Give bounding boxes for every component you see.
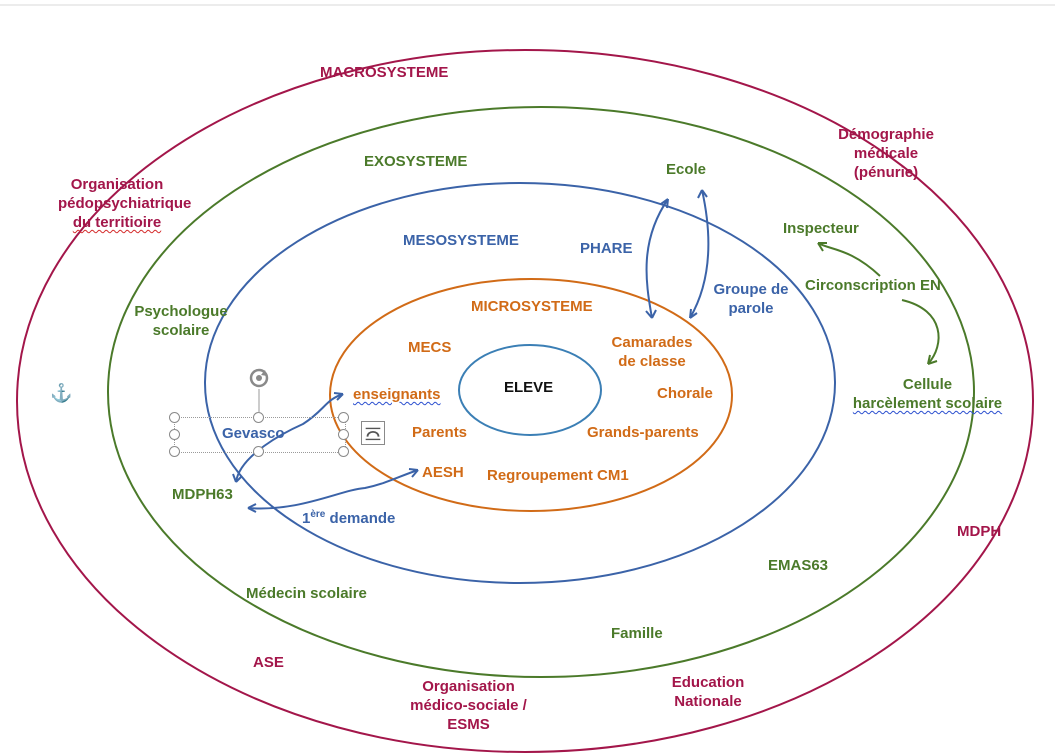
micro-grands-parents: Grands-parents	[587, 424, 699, 441]
resize-handle[interactable]	[338, 429, 349, 440]
rotate-handle-stem	[258, 389, 260, 413]
ecole-camarades-arrow-1	[645, 198, 669, 319]
arrowhead	[660, 198, 669, 209]
macrosystem-ellipse	[16, 49, 1034, 753]
arrowhead	[333, 392, 344, 401]
resize-handle[interactable]	[169, 429, 180, 440]
layout-options-icon[interactable]	[361, 421, 385, 445]
arrowhead	[247, 503, 257, 513]
meso-groupe-de-parole: Groupe de parole	[713, 281, 789, 317]
exosystem-title: EXOSYSTEME	[364, 153, 468, 170]
arrowhead	[232, 473, 243, 483]
macro-ase: ASE	[253, 654, 284, 671]
meso-phare: PHARE	[580, 240, 633, 257]
anchor-icon: ⚓	[50, 383, 73, 403]
circonscription-cellule-arrow	[901, 299, 940, 365]
resize-handle[interactable]	[253, 412, 264, 423]
microsystem-ellipse	[329, 278, 733, 512]
arrowhead	[927, 354, 938, 365]
mesosystem-title: MESOSYSTEME	[403, 232, 519, 249]
micro-parents: Parents	[412, 424, 468, 441]
ecole-camarades-arrow-2	[689, 189, 710, 319]
micro-mecs: MECS	[408, 339, 452, 356]
exo-psychologue-scolaire: Psychologue scolaire	[134, 303, 228, 339]
arrowhead	[817, 242, 827, 252]
resize-handle[interactable]	[169, 412, 180, 423]
micro-regroupement-cm1: Regroupement CM1	[487, 467, 629, 484]
exo-mdph63: MDPH63	[172, 486, 233, 503]
resize-handle[interactable]	[169, 446, 180, 457]
resize-handle[interactable]	[338, 412, 349, 423]
macrosystem-title: MACROSYSTEME	[320, 64, 449, 81]
micro-enseignants: enseignants	[353, 386, 441, 403]
exo-medecin-scolaire: Médecin scolaire	[246, 585, 367, 602]
eleve-ellipse	[458, 344, 602, 436]
micro-chorale: Chorale	[657, 385, 713, 402]
rotate-handle-icon[interactable]	[247, 366, 271, 390]
meso-premiere-demande: 1ère demande	[302, 509, 396, 528]
eleve-label: ELEVE	[504, 379, 554, 396]
exo-circonscription: Circonscription EN	[805, 277, 941, 294]
mesosystem-ellipse	[204, 182, 836, 584]
resize-handle[interactable]	[338, 446, 349, 457]
arrowhead	[689, 308, 698, 319]
circonscription-inspecteur-arrow	[817, 242, 881, 277]
macro-organisation-medico-sociale: Organisation médico-sociale / ESMS	[410, 678, 527, 733]
exo-inspecteur: Inspecteur	[783, 220, 859, 237]
exosystem-ellipse	[107, 106, 975, 678]
macro-education-nationale: Education Nationale	[671, 674, 745, 710]
resize-handle[interactable]	[253, 446, 264, 457]
micro-aesh: AESH	[422, 464, 464, 481]
arrowhead	[697, 189, 708, 199]
exo-emas63: EMAS63	[768, 557, 829, 574]
arrowhead	[408, 468, 419, 478]
exo-ecole: Ecole	[666, 161, 707, 178]
mdph-aesh-arrow	[247, 469, 419, 510]
micro-camarades: Camarades de classe	[611, 334, 693, 370]
microsystem-title: MICROSYSTEME	[471, 298, 593, 315]
macro-demographie: Démographie médicale (pénurie)	[838, 126, 934, 181]
exo-cellule-harcelement: Cellule harcèlement scolaire	[852, 376, 1003, 412]
mdph-enseignants-arrow	[235, 393, 344, 483]
exo-famille: Famille	[611, 625, 663, 642]
macro-organisation-pedopsy: Organisation pédopsychiatrique du territ…	[58, 176, 192, 231]
arrowhead	[645, 309, 657, 319]
macro-mdph: MDPH	[957, 523, 1002, 540]
meso-gevasco: Gevasco	[222, 425, 285, 442]
